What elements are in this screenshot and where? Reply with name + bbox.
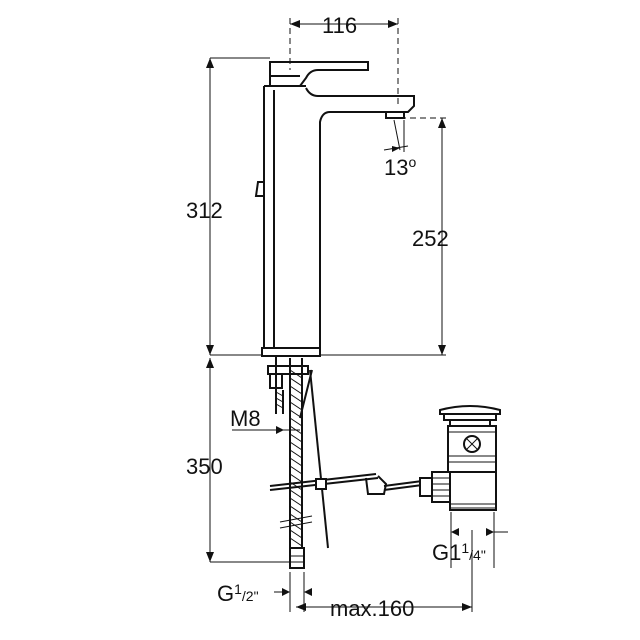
dimension-width: 116 <box>289 13 399 105</box>
hose-thread-label: G1/2" <box>217 581 259 606</box>
dimension-max-reach: max.160 <box>296 530 473 621</box>
dimension-below-height: 350 <box>186 358 290 563</box>
rod-thread-label: M8 <box>230 406 261 431</box>
width-label: 116 <box>322 13 357 38</box>
angle-label: 13o <box>384 154 416 180</box>
dimension-rod-thread: M8 <box>230 406 300 434</box>
faucet-body <box>254 61 415 357</box>
spout-height-label: 252 <box>412 226 449 251</box>
dimension-total-height: 312 <box>186 57 270 356</box>
total-height-label: 312 <box>186 198 223 223</box>
flexible-hose <box>279 358 313 569</box>
dimension-spout-height: 252 <box>320 117 449 356</box>
drain-waste <box>419 405 501 511</box>
dimension-drain-thread: G11/4" <box>432 512 508 568</box>
mounting-kit <box>267 356 309 414</box>
max-reach-label: max.160 <box>330 596 414 621</box>
drain-thread-label: G11/4" <box>432 540 486 565</box>
dimension-hose-thread: G1/2" <box>217 572 312 612</box>
dimension-angle: 13o <box>383 119 416 180</box>
below-height-label: 350 <box>186 454 223 479</box>
popup-linkage <box>269 369 431 549</box>
